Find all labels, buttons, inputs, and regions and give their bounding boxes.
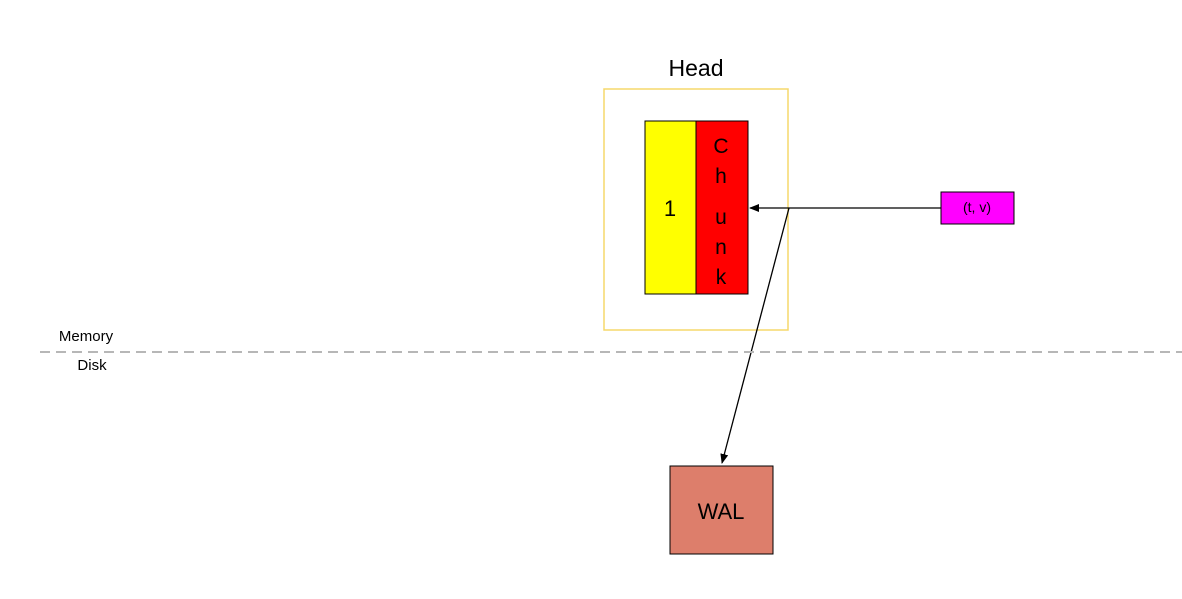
chunk-label-letter: u <box>715 206 727 229</box>
chunk-label-letter: h <box>715 165 727 188</box>
chunk-label-letter: C <box>713 135 728 158</box>
head-title: Head <box>669 55 724 81</box>
disk-label: Disk <box>77 357 107 374</box>
memory-label: Memory <box>59 328 114 345</box>
chunk-number-box <box>644 120 697 295</box>
wal-box <box>669 465 774 555</box>
chunk-label-letter: k <box>716 266 727 289</box>
wal-label: WAL <box>698 499 745 524</box>
wal-write-arrow <box>720 207 790 464</box>
chunk-number-label: 1 <box>664 196 676 221</box>
sample-label: (t, v) <box>963 199 991 215</box>
chunk-label: C h u n k <box>713 135 728 289</box>
chunk-box <box>695 120 749 295</box>
chunk-label-letter: n <box>715 236 727 259</box>
sample-box <box>940 191 1015 225</box>
